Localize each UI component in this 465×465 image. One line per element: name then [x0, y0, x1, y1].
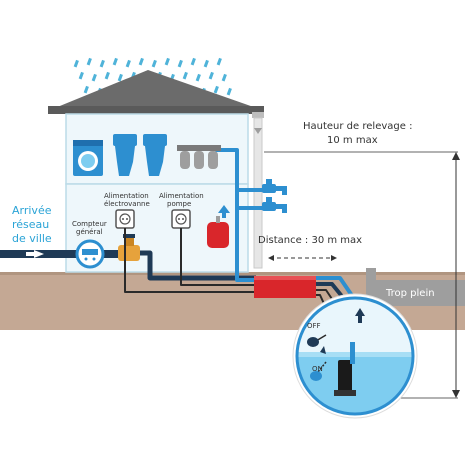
distance-arrow-right — [331, 255, 337, 261]
label-arrivee-line1: Arrivée — [12, 204, 52, 217]
distance-arrow-left — [268, 255, 274, 261]
height-arrow-bottom — [452, 390, 460, 398]
control-unit-highlight — [254, 276, 316, 280]
pump-up-arrow-stem — [358, 315, 362, 323]
label-on: ON — [312, 365, 323, 373]
label-alim-electrovanne-line1: Alimentation — [104, 192, 149, 200]
label-arrivee-line3: de ville — [12, 232, 52, 245]
height-arrow-top — [452, 152, 460, 160]
label-distance: Distance : 30 m max — [258, 235, 362, 246]
label-compteur-line2: général — [76, 228, 103, 236]
label-compteur-line1: Compteur — [72, 220, 107, 228]
roof-edge — [48, 106, 264, 114]
power-outlet-icon — [116, 210, 134, 228]
city-water-pipe — [0, 250, 130, 258]
washing-machine-icon — [73, 140, 103, 176]
label-hauteur-line1: Hauteur de relevage : — [303, 121, 412, 132]
faucet-icon — [262, 197, 287, 213]
up-arrow-stem — [222, 212, 226, 218]
label-off: OFF — [307, 322, 321, 330]
gutter — [252, 112, 264, 118]
label-alim-electrovanne-line2: électrovanne — [104, 200, 150, 208]
label-arrivee-line2: réseau — [12, 218, 49, 231]
label-alim-pompe-line2: pompe — [167, 200, 191, 208]
filter-icon — [177, 145, 221, 169]
label-alim-pompe-line1: Alimentation — [159, 192, 204, 200]
faucet-icon — [262, 179, 287, 195]
inlet-arrow-stem — [26, 252, 35, 256]
power-outlet-icon — [172, 210, 190, 228]
water-meter-icon — [77, 241, 103, 267]
label-hauteur-line2: 10 m max — [327, 135, 378, 146]
label-trop-plein: Trop plein — [385, 288, 435, 299]
